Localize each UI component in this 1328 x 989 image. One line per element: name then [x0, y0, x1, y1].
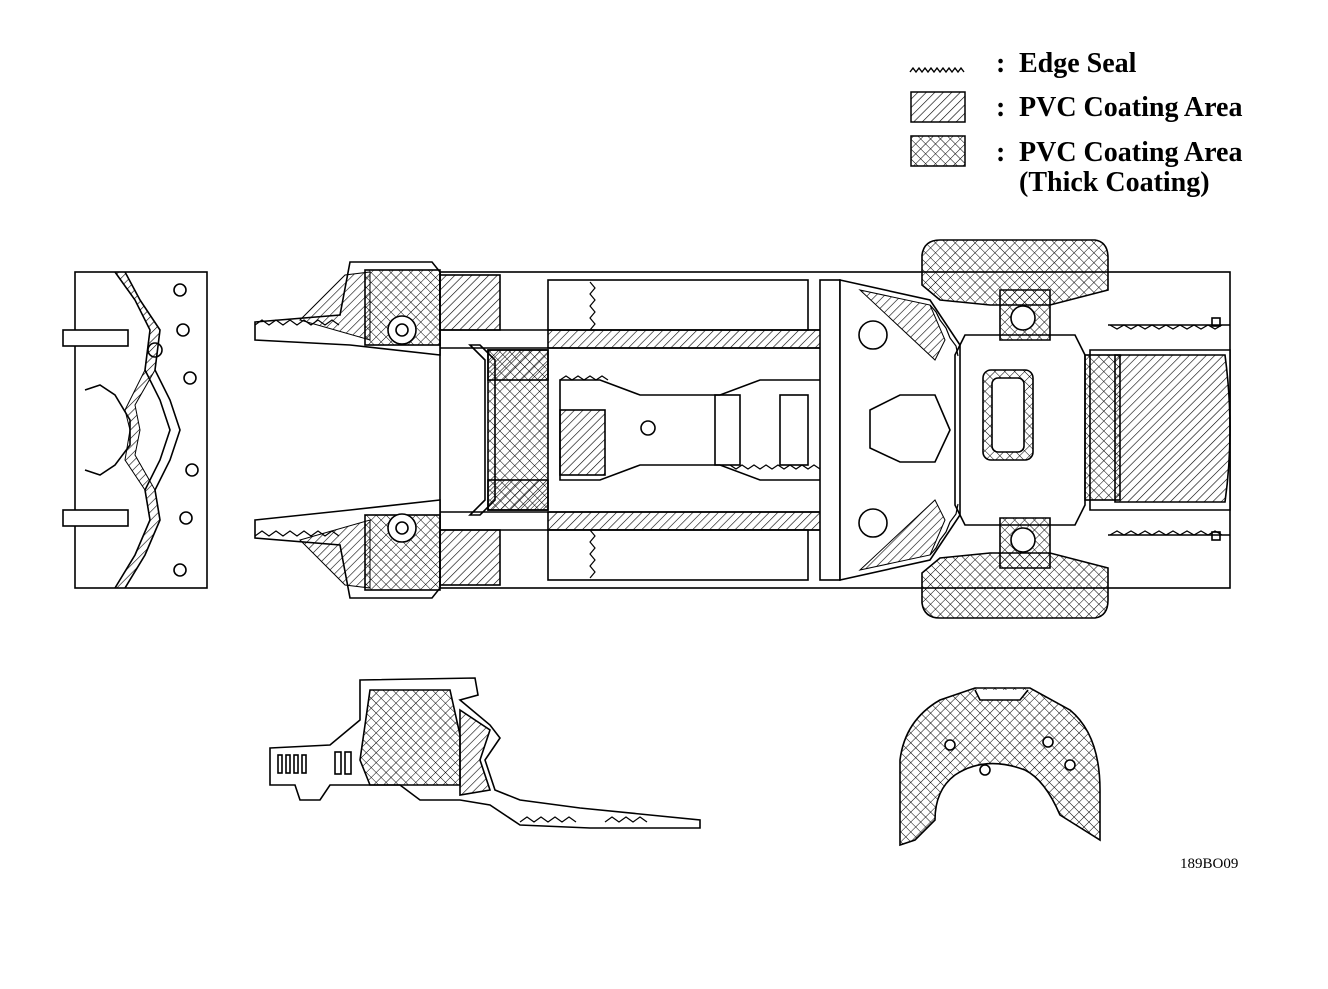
front-side-member-view — [269, 677, 701, 829]
legend-label-pvc-thick: PVC Coating Area — [1019, 137, 1243, 168]
legend-separator: : — [996, 137, 1006, 168]
legend-label-edge-seal: Edge Seal — [1019, 48, 1137, 79]
edge-seal-lines — [254, 281, 1223, 579]
legend-separator: : — [996, 48, 1006, 79]
hatched-swatch — [910, 91, 966, 123]
front-panel-view — [62, 271, 208, 589]
legend-label-pvc-coating: PVC Coating Area — [1019, 92, 1243, 123]
figure-code: 189BO09 — [1180, 856, 1239, 872]
edge-seal-symbol — [909, 66, 965, 74]
main-underbody-view — [254, 239, 1231, 619]
crosshatched-swatch — [910, 135, 966, 167]
legend-separator: : — [996, 92, 1006, 123]
legend-sublabel-thick-coating: (Thick Coating) — [1019, 167, 1210, 198]
wheel-house-view — [899, 687, 1101, 847]
